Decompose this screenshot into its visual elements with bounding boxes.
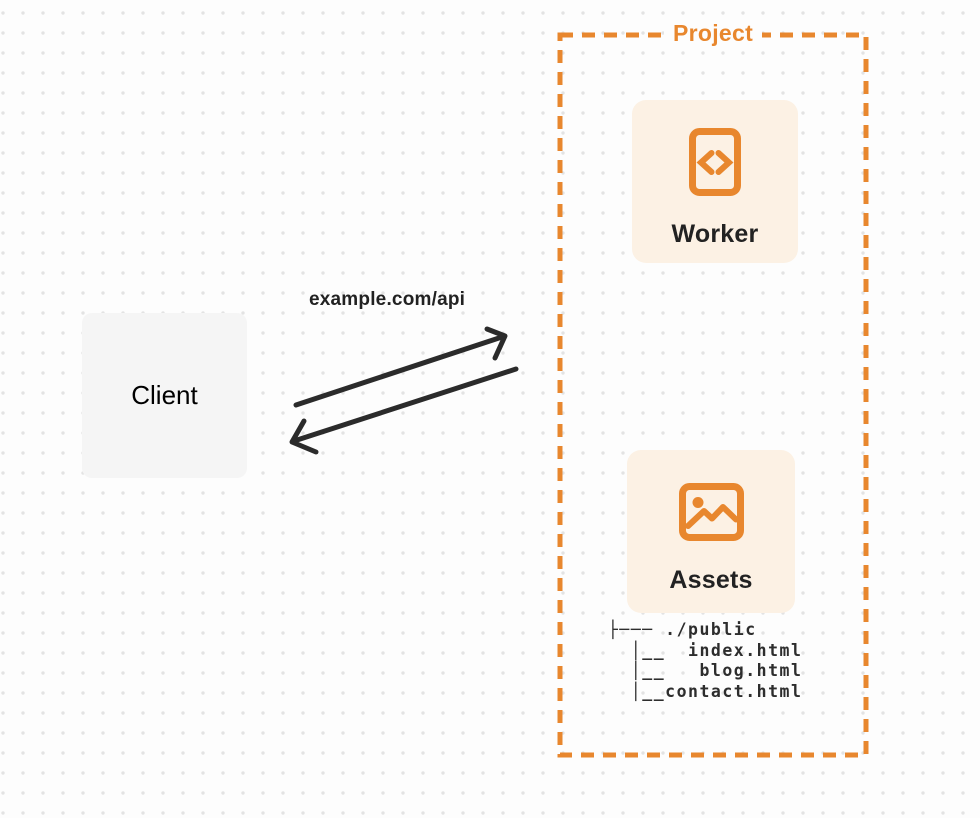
project-group: Project (560, 20, 866, 47)
worker-node: Worker (632, 100, 798, 263)
request-arrow-line (293, 334, 505, 408)
client-node: Client (82, 313, 247, 478)
response-arrowhead (289, 418, 319, 455)
image-icon (678, 483, 744, 541)
response-arrow-line (291, 366, 519, 444)
request-url-label: example.com/api (309, 289, 466, 310)
client-label: Client (131, 380, 198, 410)
code-icon (689, 128, 741, 196)
response-arrow (289, 366, 519, 455)
worker-label: Worker (671, 220, 759, 248)
request-arrow (293, 326, 508, 408)
project-label: Project (663, 20, 763, 47)
request-arrowhead (484, 326, 508, 361)
assets-label: Assets (669, 566, 753, 594)
assets-node: Assets (627, 450, 795, 613)
file-tree: ├─── ./public │__ index.html │__ blog.ht… (608, 620, 803, 701)
